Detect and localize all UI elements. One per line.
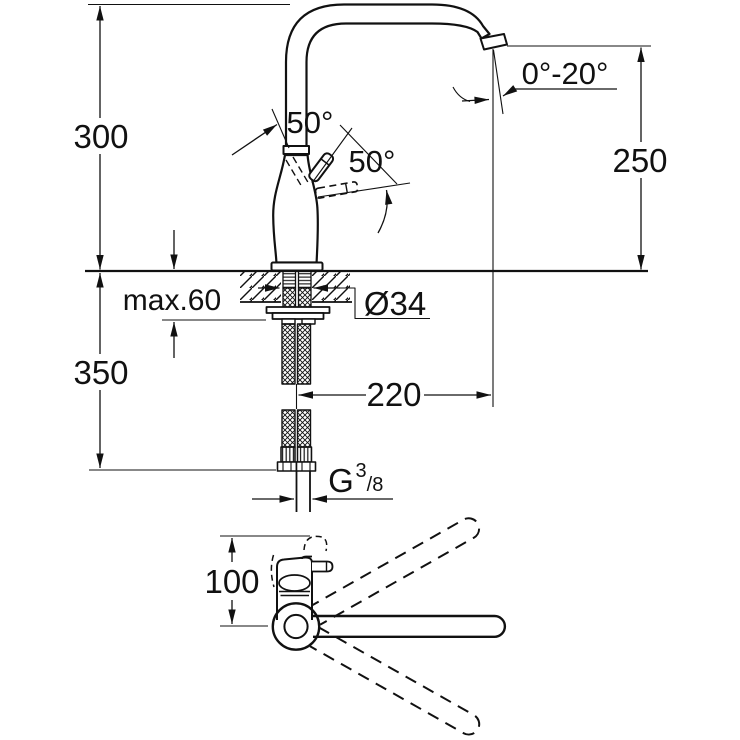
connector-hex-left <box>276 461 298 472</box>
angle-leg-line <box>339 124 398 185</box>
hose-guide-left <box>281 318 296 325</box>
angle-arc-arrow <box>377 189 393 234</box>
supply-pipe <box>295 471 311 512</box>
thread-letter-label: G <box>328 462 354 499</box>
dimension-handle-angle-up <box>231 108 353 184</box>
handle-pin <box>312 560 334 573</box>
angle-ref-line <box>317 182 411 198</box>
stream-tilted-line <box>492 49 504 115</box>
angle-arrow-left <box>461 96 490 104</box>
deck-hatch-right <box>312 271 350 302</box>
hose-lower-left <box>281 409 296 448</box>
hose-guide-right <box>301 318 316 325</box>
angle-arc <box>452 86 471 103</box>
deck-hatch-left <box>240 271 281 302</box>
dim-outlet-angle-label: 0°-20° <box>522 56 609 91</box>
shank-hose-right <box>297 287 312 308</box>
hose-upper-right <box>296 323 312 385</box>
dim-220-label: 220 <box>366 376 421 413</box>
top-view: 100 <box>204 517 507 736</box>
thread-numerator-label: 3 <box>355 460 366 482</box>
dim-hole-diameter-label: Ø34 <box>364 285 426 322</box>
body-internal-dashed <box>285 156 310 188</box>
spout <box>284 3 491 148</box>
dim-max60-label: max.60 <box>123 284 221 317</box>
dim-handle-swivel-label: 50° <box>349 144 396 179</box>
dim-350-label: 350 <box>73 354 128 391</box>
angle-ref-line <box>271 108 290 149</box>
hose-lower-right <box>296 409 312 448</box>
dimension-handle-angle-swivel <box>317 124 411 234</box>
dimension-300 <box>88 3 290 270</box>
angle-arrow <box>231 123 278 156</box>
supply-hoses <box>276 323 317 512</box>
leader-line <box>340 287 430 320</box>
handle-base <box>301 555 312 560</box>
top-view-body <box>270 535 334 620</box>
aerator-tip <box>479 33 508 51</box>
hex-facets <box>282 462 311 471</box>
handle-solid <box>308 152 335 183</box>
handle-dashed <box>314 181 359 199</box>
dim-300-label: 300 <box>73 118 128 155</box>
angle-leader-arrow <box>502 85 617 97</box>
mounting-shank <box>282 270 312 308</box>
connector-rib-right <box>296 446 313 463</box>
neck-collar <box>282 145 310 155</box>
handle-knob-dashed <box>303 535 328 552</box>
dimension-350 <box>89 273 276 471</box>
spout-solid-plan <box>312 614 507 638</box>
deck-section <box>85 269 648 303</box>
base-flange <box>270 261 324 272</box>
swivel-base-inner <box>283 613 309 640</box>
body-arc-dashed <box>270 554 275 588</box>
shank-thread-left <box>282 270 297 289</box>
dimension-100 <box>220 535 310 627</box>
mounting-hardware <box>265 306 331 325</box>
connector-hex-right <box>295 461 317 472</box>
thread-denominator-label: /8 <box>367 474 384 496</box>
spout-dashed-down <box>309 626 481 736</box>
dim-250-label: 250 <box>612 142 667 179</box>
hose-upper-left <box>281 323 296 385</box>
connector-rib-left <box>280 446 296 463</box>
handle-axis-extension <box>311 127 353 184</box>
dim-handle-angle-up-label: 50° <box>287 105 334 140</box>
dimension-outlet-angle <box>452 49 617 407</box>
dimension-max60 <box>162 230 266 358</box>
swivel-base-outer <box>271 602 321 651</box>
dimension-hole-diameter <box>258 284 430 320</box>
spout-dashed-up <box>307 517 481 626</box>
dim-100-label: 100 <box>204 563 259 600</box>
shank-hose-left <box>282 287 297 308</box>
body-collar-lines <box>279 590 310 597</box>
shank-thread-right <box>297 270 312 289</box>
front-view: 50° 50° 0°-20° 300 250 <box>73 3 668 512</box>
dimension-250 <box>507 45 651 270</box>
mounting-nut <box>271 312 325 320</box>
